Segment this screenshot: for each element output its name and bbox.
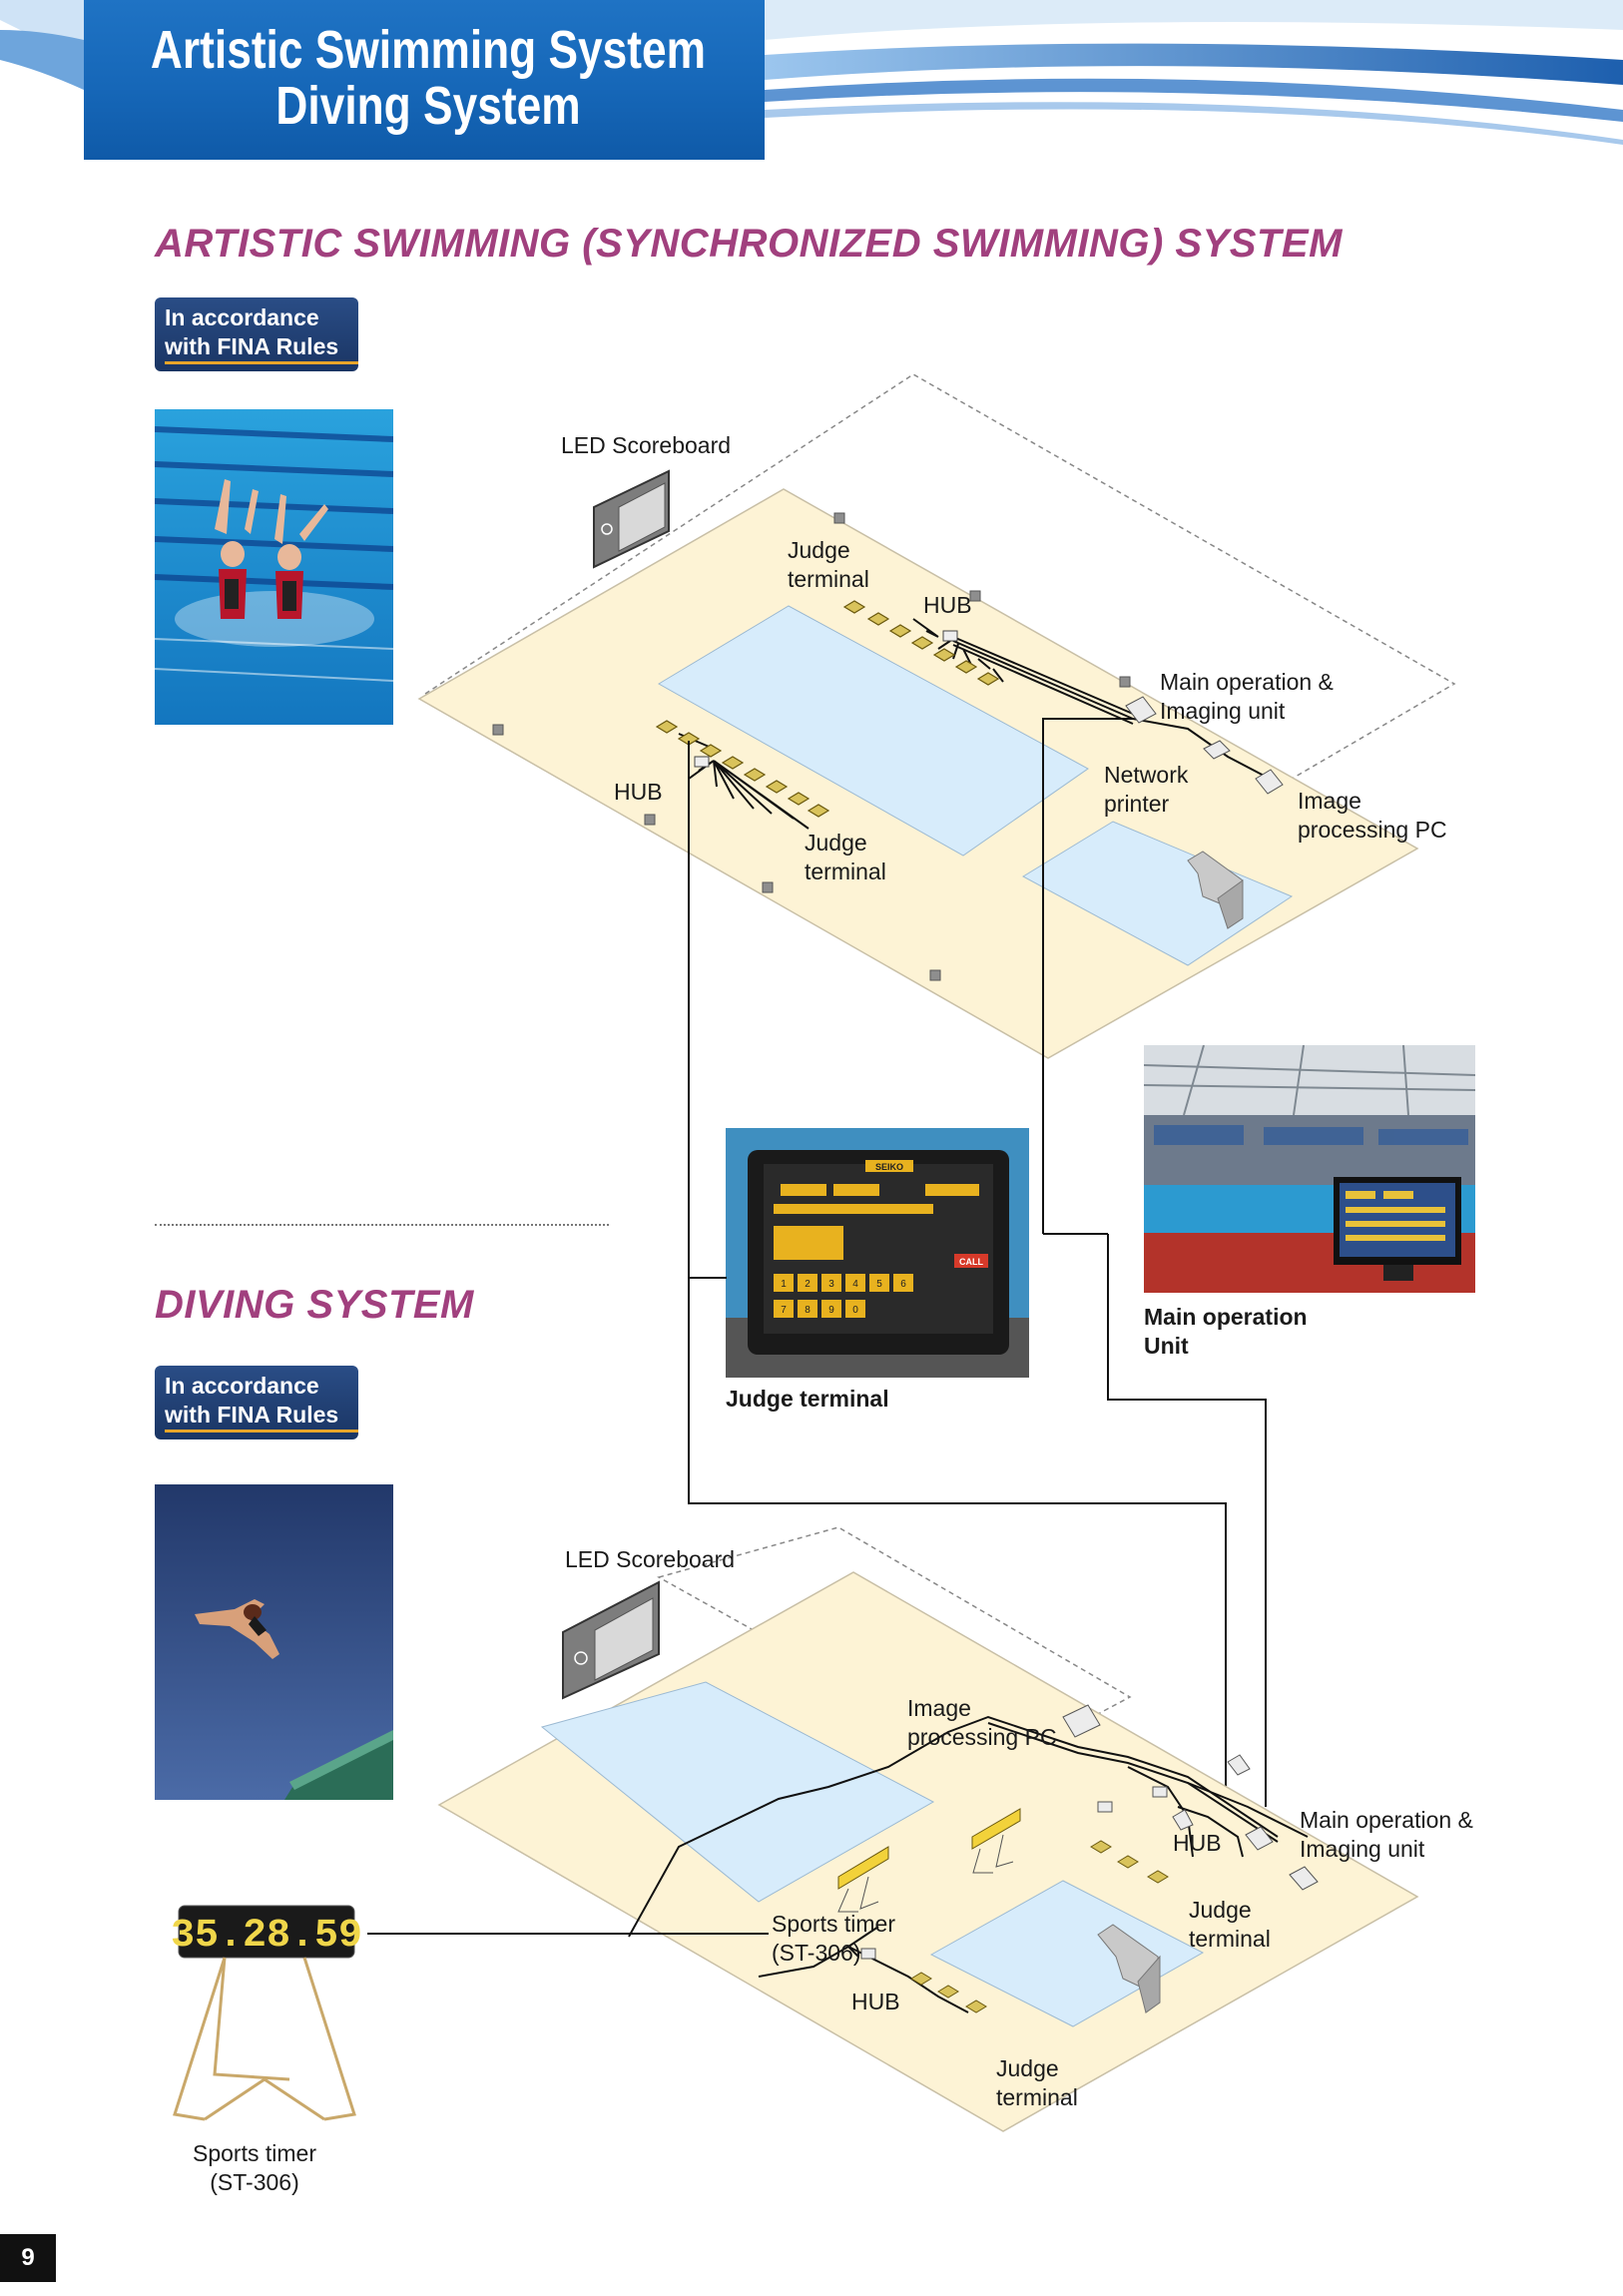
- tablet-key: 1: [781, 1279, 787, 1290]
- hub-device-left: [694, 756, 710, 768]
- fina-badge-artistic: In accordance with FINA Rules: [155, 297, 358, 371]
- page-number: 9: [0, 2234, 56, 2282]
- speaker-devices: [492, 512, 1131, 981]
- diver-photo: [155, 1484, 393, 1800]
- label-judge-terminal-top: Judge terminal: [788, 537, 869, 592]
- label-led-scoreboard-top: LED Scoreboard: [561, 432, 732, 458]
- tablet-call-label: CALL: [959, 1257, 983, 1267]
- label-main-operation-imaging-diving: Main operation & Imaging unit: [1300, 1807, 1473, 1862]
- fina-badge-diving: In accordance with FINA Rules: [155, 1366, 358, 1439]
- sports-timer-product: 35.28.59: [171, 1905, 362, 2121]
- label-hub-bottom-diving: HUB: [851, 1989, 900, 2014]
- network-cables-artistic: [678, 618, 1271, 830]
- tablet-key: 8: [805, 1305, 811, 1316]
- sports-timer-units: [837, 1808, 1021, 1913]
- network-printer-device: [1203, 740, 1231, 760]
- label-hub-right-diving: HUB: [1173, 1830, 1222, 1856]
- label-image-processing-pc-diving: Image processing PC: [907, 1695, 1057, 1750]
- tablet-key: 3: [828, 1279, 834, 1290]
- label-sports-timer-diving: Sports timer (ST-306): [772, 1911, 895, 1966]
- header-wave-decoration: [0, 0, 1623, 145]
- diving-devices: [860, 1704, 1319, 1960]
- tablet-key: 2: [805, 1279, 811, 1290]
- sports-timer-link-line: [367, 1933, 769, 1935]
- artistic-section-title: ARTISTIC SWIMMING (SYNCHRONIZED SWIMMING…: [155, 222, 1343, 266]
- hub-device-top: [942, 630, 958, 642]
- small-pool: [1021, 821, 1294, 966]
- diving-platform: [1187, 851, 1244, 929]
- diving-small-pool: [929, 1880, 1205, 2027]
- diving-judge-terminals-bottom: [910, 1972, 987, 2013]
- main-operation-device: [1125, 696, 1157, 724]
- caption-judge-terminal: Judge terminal: [726, 1386, 889, 1412]
- network-cables-diving: [628, 1715, 1309, 2013]
- label-judge-terminal-right-diving: Judge terminal: [1189, 1897, 1271, 1952]
- label-led-scoreboard-diving: LED Scoreboard: [565, 1546, 736, 1572]
- led-scoreboard-icon-diving: [562, 1580, 660, 1700]
- label-network-printer: Network printer: [1104, 762, 1189, 817]
- diving-system-diagram: [437, 1526, 1419, 2132]
- cross-section-link-lines: [688, 1058, 1267, 1827]
- tablet-key: 9: [828, 1305, 834, 1316]
- judge-terminals-bottom: [655, 720, 830, 818]
- tablet-key: 0: [852, 1305, 858, 1316]
- link-lines-artistic: [688, 718, 1133, 1068]
- judge-terminal-photo: SEIKO CALL 1 2 3 4 5 6 7 8 9 0: [726, 1128, 1029, 1378]
- tablet-key: 7: [781, 1305, 787, 1316]
- judge-terminals-top: [842, 600, 1000, 686]
- header-banner: [84, 0, 765, 160]
- caption-main-operation-unit: Main operation Unit: [1144, 1304, 1308, 1359]
- section-divider: [155, 1224, 609, 1226]
- label-judge-terminal-bottom-diving: Judge terminal: [996, 2055, 1078, 2110]
- tablet-key: 4: [852, 1279, 858, 1290]
- diving-judge-terminals-right: [1090, 1840, 1169, 1884]
- led-scoreboard-icon-top: [593, 469, 670, 569]
- label-hub-top: HUB: [923, 592, 972, 618]
- artistic-system-diagram: [417, 373, 1456, 1068]
- main-operation-unit-photo: [1144, 1045, 1475, 1293]
- timer-display-digits: 35.28.59: [171, 1914, 362, 1959]
- diving-section-title: DIVING SYSTEM: [155, 1283, 474, 1327]
- venue-outline: [423, 373, 1456, 969]
- tablet-brand: SEIKO: [875, 1162, 903, 1172]
- label-judge-terminal-bottom: Judge terminal: [805, 830, 886, 884]
- label-main-operation-imaging: Main operation & Imaging unit: [1160, 669, 1334, 724]
- main-pool: [658, 605, 1089, 857]
- label-hub-left: HUB: [614, 779, 663, 805]
- image-processing-pc-device: [1255, 769, 1284, 795]
- tablet-key: 5: [876, 1279, 882, 1290]
- diving-platform-diving: [1097, 1924, 1161, 2013]
- page-title: Artistic Swimming System Diving System: [150, 20, 707, 136]
- caption-sports-timer: Sports timer (ST-306): [193, 2140, 316, 2195]
- tablet-key: 6: [900, 1279, 906, 1290]
- label-image-processing-pc-top: Image processing PC: [1298, 788, 1447, 843]
- artistic-swimmers-photo: [155, 409, 393, 725]
